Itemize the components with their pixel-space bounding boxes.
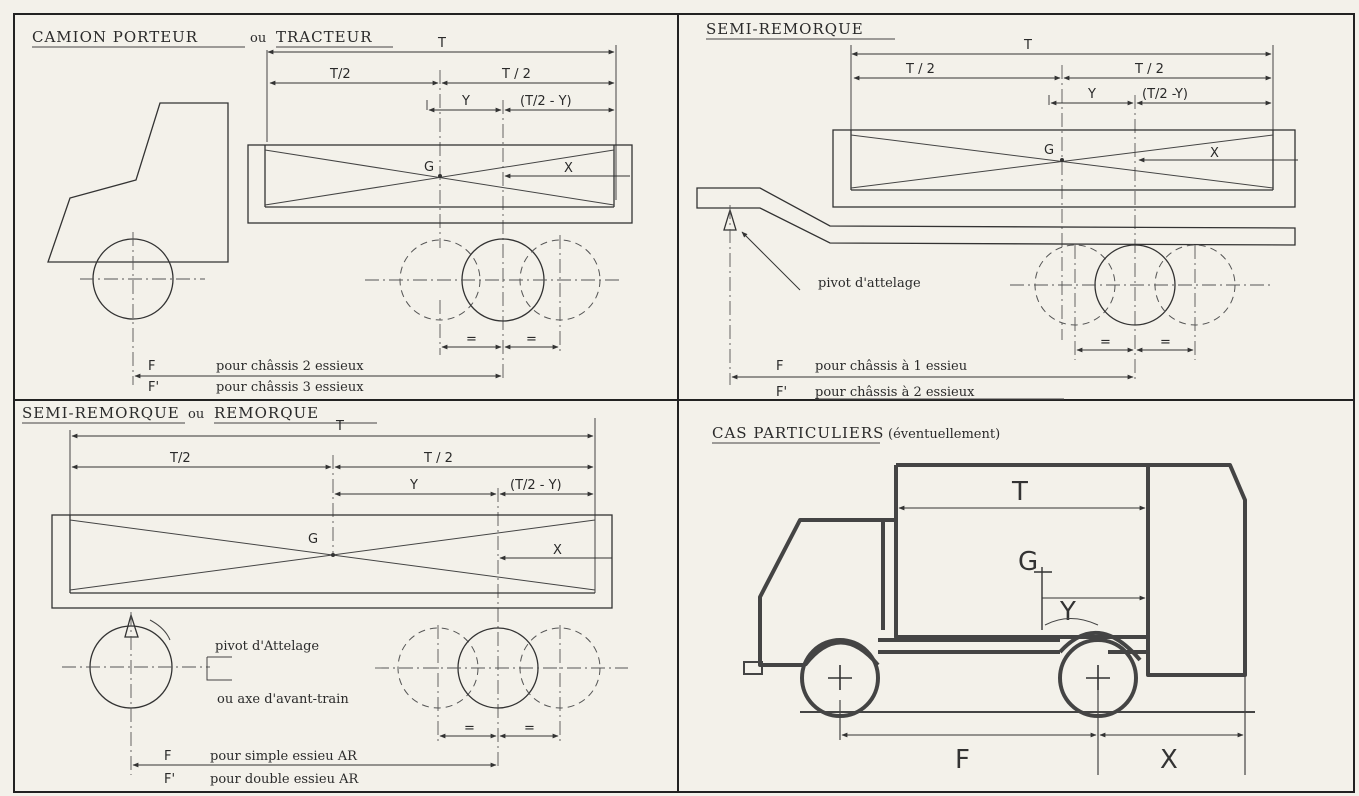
semi-text-F2: pour châssis à 2 essieux — [815, 385, 975, 400]
truck-body-box — [247, 144, 633, 224]
special-cargo-box — [896, 463, 1247, 677]
trailer-title-main: SEMI-REMORQUE — [22, 404, 180, 422]
truck-label-T2-left: T/2 — [329, 67, 351, 82]
truck-title-main: CAMION PORTEUR — [32, 28, 198, 46]
panel-trailer: SEMI-REMORQUE ou REMORQUE T T/2 T / 2 Y … — [22, 404, 628, 787]
special-label-F: F — [955, 745, 970, 775]
panel-special: CAS PARTICULIERS (éventuellement) T G — [712, 424, 1255, 775]
truck-title-ou: ou — [250, 31, 266, 46]
trailer-text-pivot: pivot d'Attelage — [215, 639, 319, 654]
trailer-label-T2-left: T/2 — [169, 451, 191, 466]
truck-label-eq2: = — [526, 332, 537, 347]
truck-label-Y: Y — [461, 94, 470, 109]
trailer-title-ou: ou — [188, 407, 204, 422]
truck-label-T: T — [437, 36, 446, 51]
special-label-Y: Y — [1059, 597, 1076, 627]
trailer-label-T: T — [335, 419, 344, 434]
semi-label-F: F — [776, 359, 783, 374]
special-label-G: G — [1018, 547, 1038, 577]
semi-label-eq2: = — [1160, 335, 1171, 350]
semi-label-T2-left: T / 2 — [905, 62, 935, 77]
sheet-frame — [13, 13, 1355, 793]
truck-label-F: F — [148, 359, 155, 374]
truck-label-TY: (T/2 - Y) — [520, 94, 572, 109]
semi-label-Y: Y — [1087, 87, 1096, 102]
truck-cab — [47, 102, 229, 263]
semi-text-F: pour châssis à 1 essieu — [815, 359, 967, 374]
panel-truck: CAMION PORTEUR ou TRACTEUR T T/2 T / 2 Y… — [32, 28, 633, 395]
special-title: CAS PARTICULIERS — [712, 424, 884, 442]
truck-label-X: X — [564, 161, 573, 176]
trailer-title-alt: REMORQUE — [214, 404, 319, 422]
truck-label-F2: F' — [148, 380, 159, 395]
special-cab — [758, 518, 896, 667]
special-label-T: T — [1011, 477, 1028, 507]
trailer-label-F: F — [164, 749, 171, 764]
semi-label-G: G — [1044, 143, 1054, 158]
special-title-note: (éventuellement) — [888, 427, 1000, 442]
trailer-label-eq1: = — [464, 721, 475, 736]
semi-chassis — [696, 187, 1296, 246]
trailer-label-X: X — [553, 543, 562, 558]
trailer-text-F: pour simple essieu AR — [210, 749, 358, 764]
trailer-label-F2: F' — [164, 772, 175, 787]
trailer-text-F2: pour double essieu AR — [210, 772, 359, 787]
semi-label-TY: (T/2 -Y) — [1142, 87, 1188, 102]
trailer-label-Y: Y — [409, 478, 418, 493]
truck-label-T2-right: T / 2 — [501, 67, 531, 82]
trailer-label-eq2: = — [524, 721, 535, 736]
truck-label-eq1: = — [466, 332, 477, 347]
truck-text-F: pour châssis 2 essieux — [216, 359, 364, 374]
trailer-label-G: G — [308, 532, 318, 547]
trailer-label-T2-right: T / 2 — [423, 451, 453, 466]
semi-text-pivot: pivot d'attelage — [818, 276, 921, 291]
semi-label-X: X — [1210, 146, 1219, 161]
truck-label-G: G — [424, 160, 434, 175]
truck-text-F2: pour châssis 3 essieux — [216, 380, 364, 395]
semi-title: SEMI-REMORQUE — [706, 20, 864, 38]
semi-label-T: T — [1023, 38, 1032, 53]
special-label-X: X — [1160, 745, 1178, 775]
truck-title-alt: TRACTEUR — [276, 28, 373, 46]
semi-body-box — [832, 129, 1296, 208]
trailer-label-TY: (T/2 - Y) — [510, 478, 562, 493]
semi-label-T2-right: T / 2 — [1134, 62, 1164, 77]
trailer-body-box — [51, 514, 613, 609]
panel-semi: SEMI-REMORQUE T T / 2 T / 2 Y (T/2 -Y) G… — [696, 20, 1298, 400]
semi-label-eq1: = — [1100, 335, 1111, 350]
semi-label-F2: F' — [776, 385, 787, 400]
trailer-text-axe: ou axe d'avant-train — [217, 692, 349, 707]
